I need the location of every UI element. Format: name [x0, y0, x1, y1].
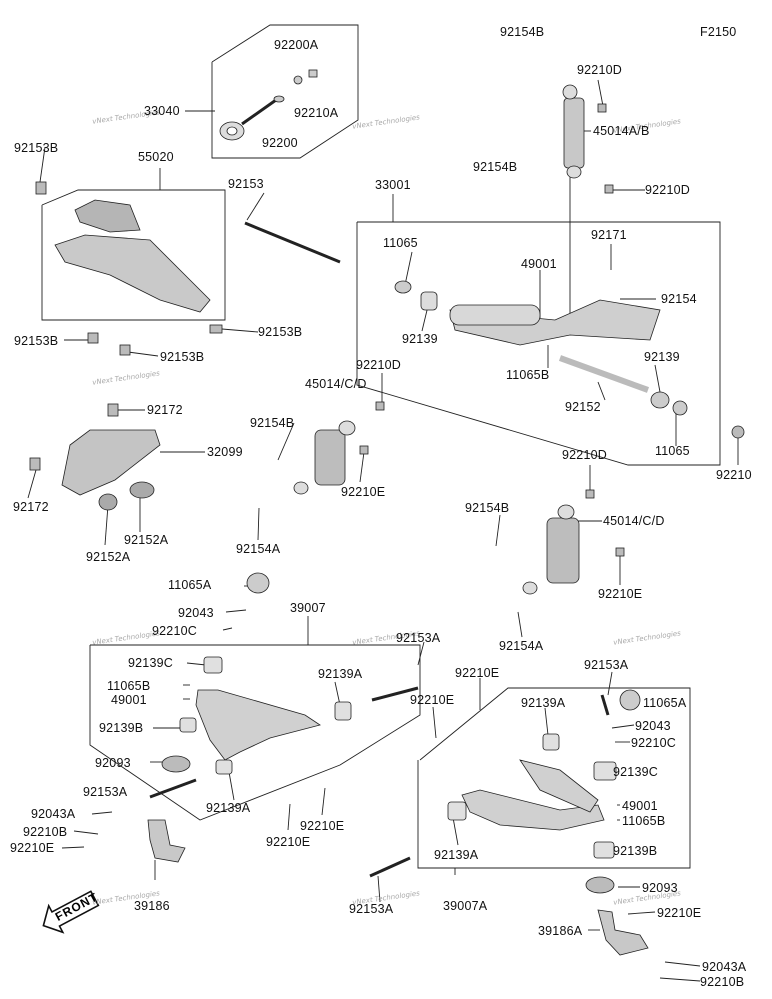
part-label: 92139C: [613, 765, 658, 779]
part-label: 92139A: [434, 848, 479, 862]
a-arm-39007: [195, 689, 321, 761]
part-label: 92139C: [128, 656, 173, 670]
part-label: 92172: [147, 403, 183, 417]
a-arm-39007A: [461, 789, 605, 831]
part-label: 92154B: [473, 160, 518, 174]
part-label: 11065: [383, 236, 418, 250]
part-label: 92210D: [645, 183, 690, 197]
part-label: 11065A: [643, 696, 687, 710]
part-label: 49001: [521, 257, 557, 271]
part-label: 92210E: [598, 587, 643, 601]
part-label: 92043A: [702, 960, 747, 974]
part-label: 92210E: [300, 819, 345, 833]
part-label: 92200: [262, 136, 298, 150]
part-label: 39007: [290, 601, 326, 615]
part-label: 92139: [402, 332, 438, 346]
part-label: 92210B: [23, 825, 68, 839]
part-label: 92172: [13, 500, 49, 514]
part-label: 92154: [661, 292, 697, 306]
front-shock-2: [546, 517, 580, 584]
part-label: 92139A: [521, 696, 566, 710]
guard-55020: [54, 234, 211, 313]
part-label: 92200A: [274, 38, 319, 52]
part-label: 39007A: [443, 899, 488, 913]
part-label: 92139B: [99, 721, 144, 735]
part-label: 39186A: [538, 924, 583, 938]
part-label: 92043A: [31, 807, 76, 821]
part-label: 92139B: [613, 844, 658, 858]
part-label: 92152: [565, 400, 601, 414]
part-label: 11065: [655, 444, 690, 458]
part-label: 11065B: [622, 814, 666, 828]
knuckle-39186A: [597, 909, 649, 956]
part-label: 55020: [138, 150, 174, 164]
part-label: 92154A: [499, 639, 544, 653]
part-label: 92154B: [465, 501, 510, 515]
part-label: 92152A: [86, 550, 131, 564]
part-label: 92153B: [14, 334, 59, 348]
part-label: 92153B: [14, 141, 59, 155]
part-label: 33001: [375, 178, 411, 192]
part-label: 92153A: [396, 631, 441, 645]
part-label: 92210D: [356, 358, 401, 372]
part-label: 92153A: [83, 785, 128, 799]
front-arrow: FRONT: [34, 882, 105, 941]
part-label: 11065B: [107, 679, 151, 693]
part-label: 92210: [716, 468, 752, 482]
part-label: 45014/C/D: [305, 377, 367, 391]
part-label: 92153: [228, 177, 264, 191]
part-label: 92139A: [318, 667, 363, 681]
knuckle-39186: [147, 819, 186, 863]
part-label: 92093: [642, 881, 678, 895]
part-label: 92210C: [631, 736, 676, 750]
part-label: 49001: [622, 799, 658, 813]
diagram-code: F2150: [700, 25, 737, 39]
part-label: 92210D: [577, 63, 622, 77]
front-shock-1: [314, 429, 346, 486]
part-label: 92152A: [124, 533, 169, 547]
part-label: 45014/C/D: [603, 514, 665, 528]
part-label: 92210D: [562, 448, 607, 462]
frame-33040: [211, 24, 359, 159]
part-label: 92210E: [410, 693, 455, 707]
rear-shock: [563, 97, 585, 169]
part-label: 92171: [591, 228, 627, 242]
part-label: 92139: [644, 350, 680, 364]
part-label: 39186: [134, 899, 170, 913]
part-label: 92153B: [258, 325, 303, 339]
part-label: 45014A/B: [593, 124, 650, 138]
part-label: 92210E: [455, 666, 500, 680]
part-label: 92154B: [250, 416, 295, 430]
part-label: 92210E: [657, 906, 702, 920]
part-label: 92153A: [584, 658, 629, 672]
part-label: 92043: [178, 606, 214, 620]
part-label: 92210E: [341, 485, 386, 499]
part-label: 92093: [95, 756, 131, 770]
part-label: 92210E: [266, 835, 311, 849]
frame-39007A: [417, 687, 691, 869]
part-label: 92210B: [700, 975, 745, 989]
part-label: 11065B: [506, 368, 550, 382]
part-label: 92139A: [206, 801, 251, 815]
part-label: 92153A: [349, 902, 394, 916]
part-label: 92154B: [500, 25, 545, 39]
part-label: 92043: [635, 719, 671, 733]
part-label: 92210E: [10, 841, 55, 855]
part-label: 33040: [144, 104, 180, 118]
part-label: 49001: [111, 693, 147, 707]
part-label: 92154A: [236, 542, 281, 556]
frame-55020: [41, 189, 226, 321]
plate-32099: [61, 429, 161, 496]
frame-39007: [89, 644, 421, 821]
part-label: 32099: [207, 445, 243, 459]
part-label: 11065A: [168, 578, 212, 592]
frame-33001: [356, 221, 721, 466]
part-label: 92153B: [160, 350, 205, 364]
swing-arm: [449, 299, 661, 346]
part-label: 92210C: [152, 624, 197, 638]
part-label: 92210A: [294, 106, 339, 120]
